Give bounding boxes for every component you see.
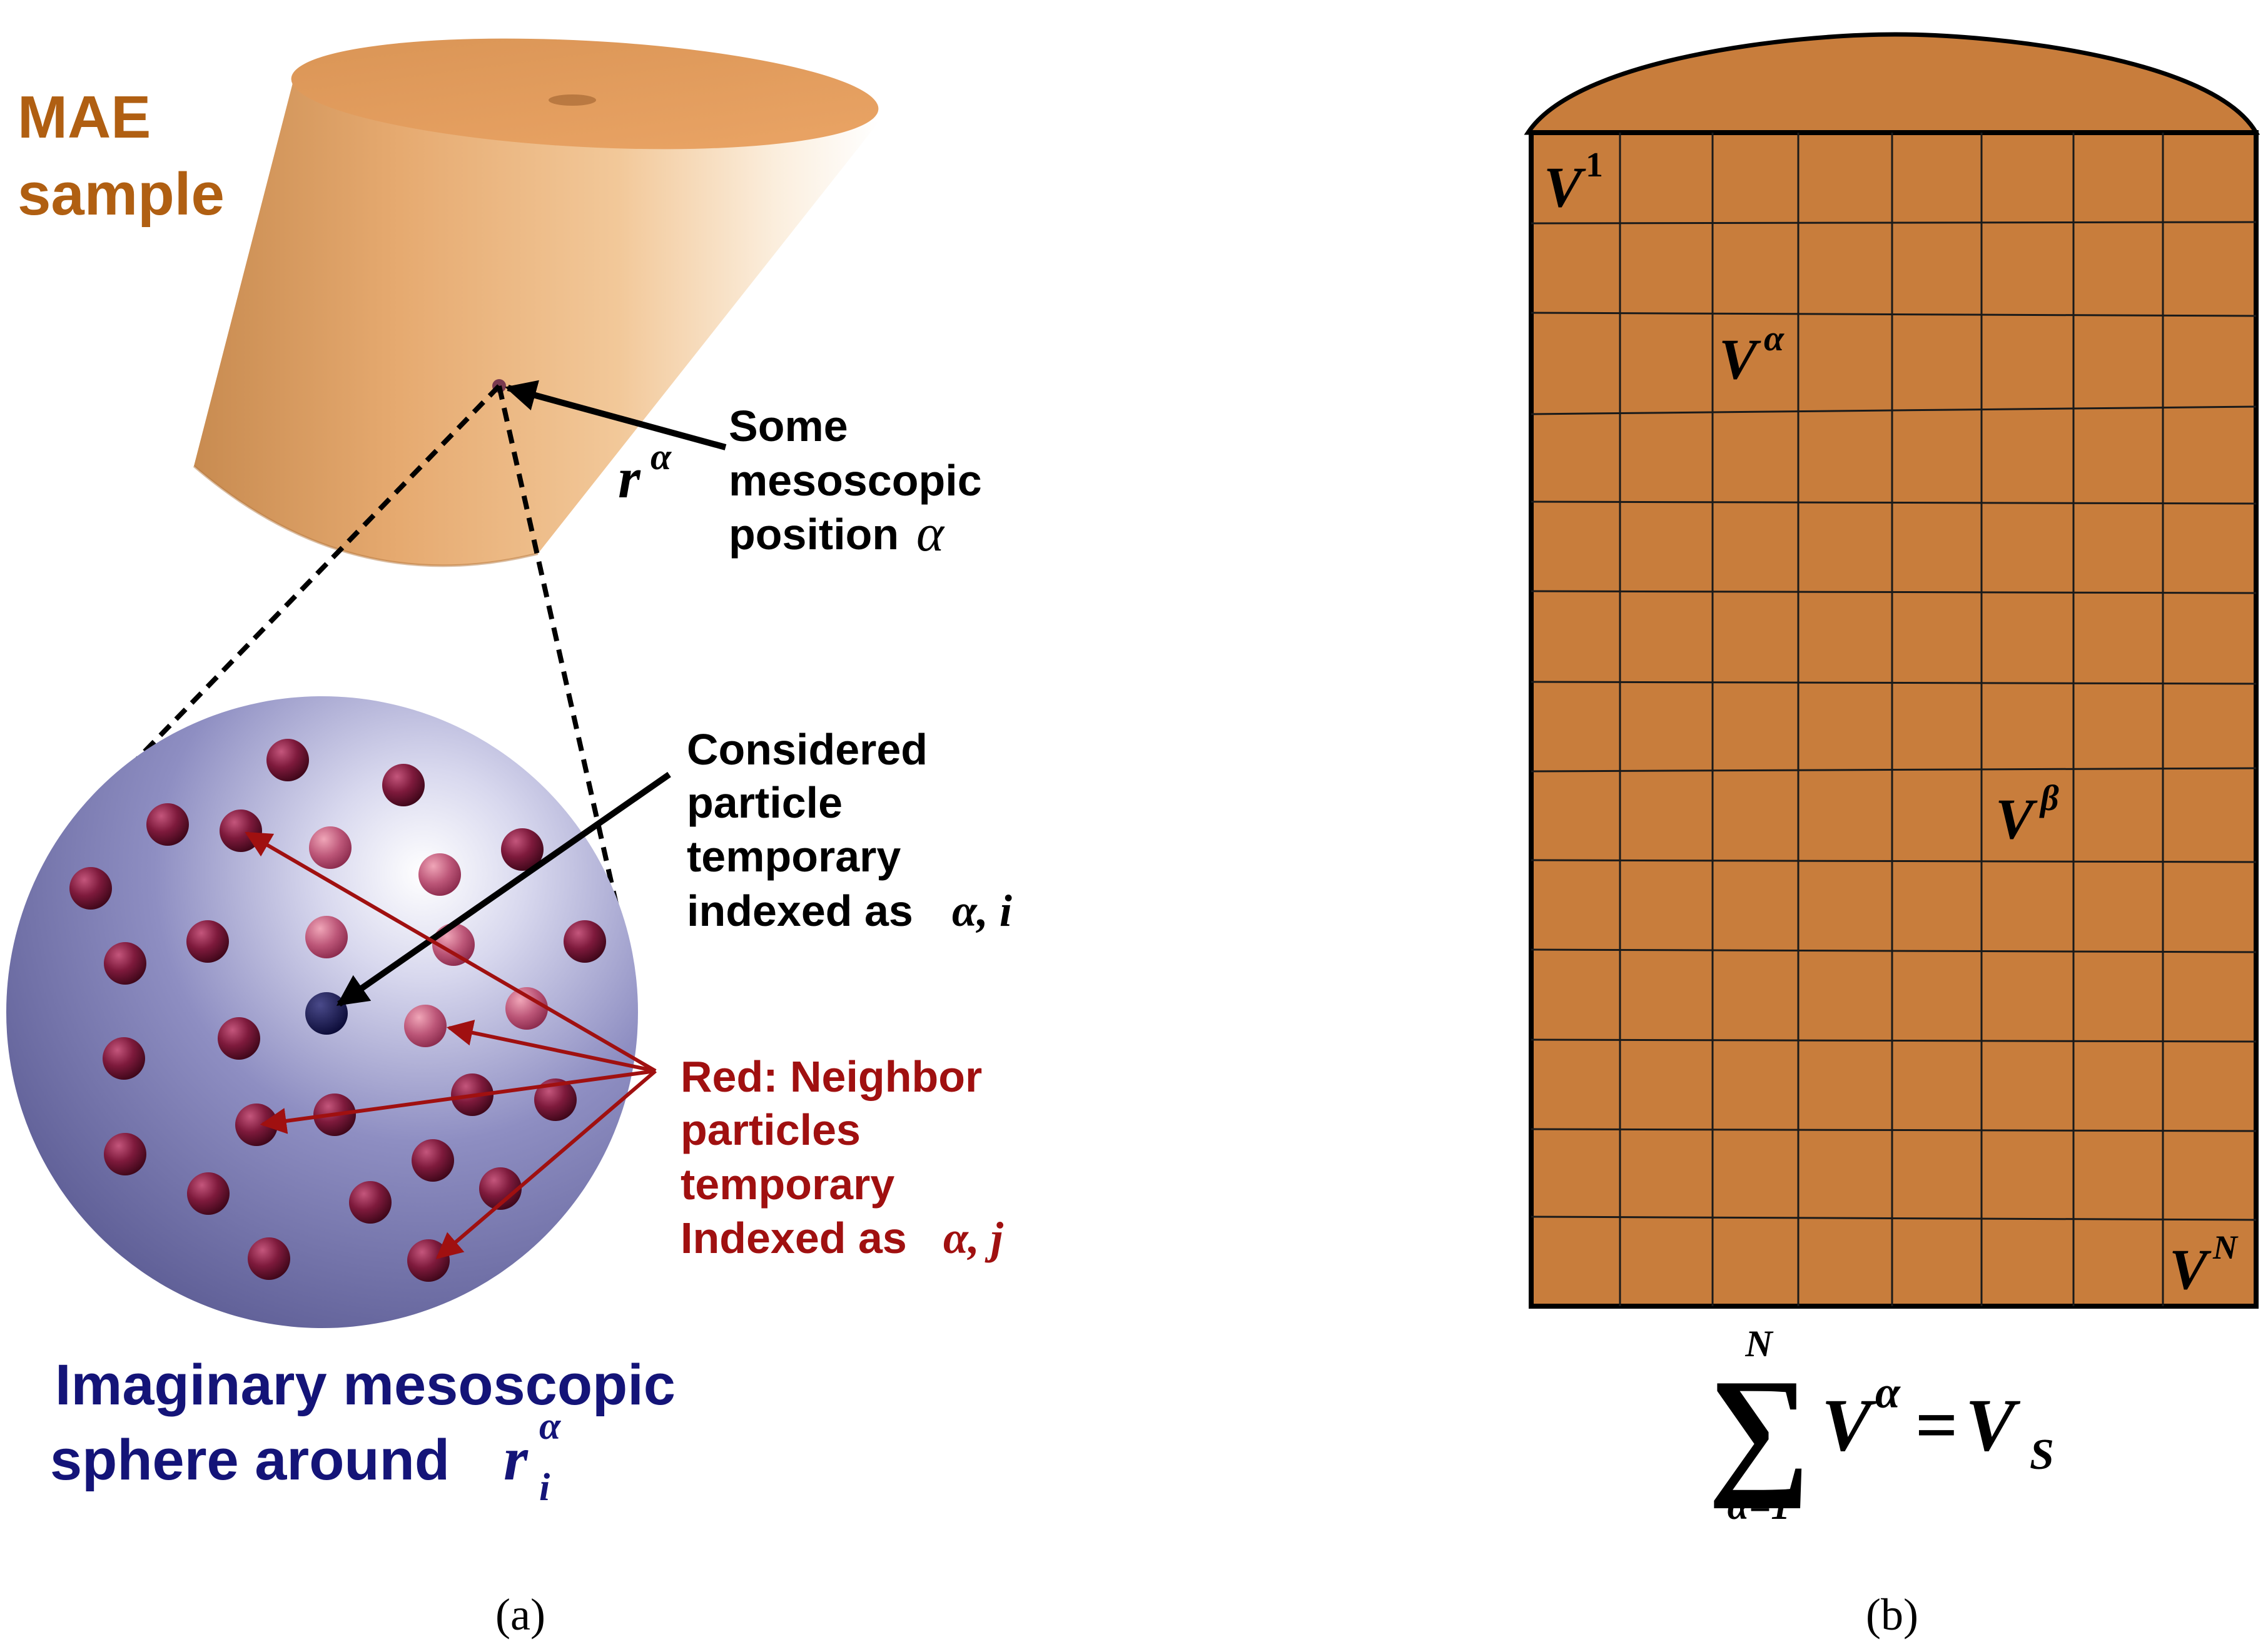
particle bbox=[418, 853, 461, 896]
cell-label-vbeta: V β bbox=[1995, 778, 2059, 851]
grid-lines bbox=[1531, 133, 2257, 1306]
particle bbox=[218, 1017, 260, 1060]
sum-result-subscript: S bbox=[2030, 1431, 2054, 1479]
particle bbox=[187, 1172, 230, 1215]
svg-text:1: 1 bbox=[1586, 146, 1603, 185]
particle bbox=[564, 920, 606, 963]
sphere-label: Imaginary mesoscopic sphere around bbox=[50, 1353, 692, 1492]
neighbor-arrow bbox=[446, 1020, 656, 1073]
caption-a: (a) bbox=[495, 1590, 545, 1640]
position-label-symbol: α bbox=[916, 504, 945, 562]
particle bbox=[220, 809, 262, 852]
cell-label-vn: V N bbox=[2169, 1229, 2239, 1301]
considered-particle-arrow bbox=[336, 771, 671, 1007]
particle bbox=[407, 1239, 450, 1282]
neighbor-arrow bbox=[435, 1069, 657, 1259]
neighbor-arrow bbox=[260, 1069, 656, 1134]
position-vector-symbol: r bbox=[618, 446, 641, 510]
considered-label: Considered particle temporary indexed as bbox=[687, 725, 940, 935]
particle bbox=[501, 828, 544, 871]
sum-term-superscript: α bbox=[1875, 1367, 1901, 1418]
svg-text:β: β bbox=[2039, 778, 2059, 818]
zoom-line-left bbox=[95, 384, 501, 803]
particle bbox=[404, 1005, 447, 1047]
sum-term: V bbox=[1821, 1383, 1877, 1466]
particle bbox=[382, 764, 425, 806]
particle bbox=[505, 987, 548, 1030]
particle bbox=[104, 1133, 146, 1175]
svg-text:V: V bbox=[2169, 1237, 2212, 1301]
particle bbox=[248, 1237, 290, 1280]
particle bbox=[479, 1167, 522, 1210]
neighbor-index: α, j bbox=[943, 1213, 1004, 1263]
sphere-symbol-superscript: α bbox=[539, 1405, 562, 1448]
particle bbox=[104, 942, 146, 985]
sum-lower-limit: α=1 bbox=[1728, 1485, 1791, 1528]
particles bbox=[69, 739, 606, 1282]
svg-text:V: V bbox=[1544, 155, 1586, 219]
mae-sample-cylinder bbox=[193, 38, 879, 567]
svg-text:V: V bbox=[1995, 787, 2038, 851]
cell-label-valpha: V α bbox=[1719, 318, 1785, 391]
particle bbox=[349, 1181, 392, 1224]
sum-result: V bbox=[1965, 1383, 2021, 1466]
particle bbox=[266, 739, 309, 781]
particle bbox=[103, 1037, 145, 1080]
sphere-symbol: r bbox=[504, 1424, 529, 1493]
position-arrow bbox=[505, 380, 727, 450]
volume-sum-formula: N ∑ α=1 V α = V S bbox=[1708, 1323, 2054, 1528]
cell-label-v1: V 1 bbox=[1544, 146, 1603, 219]
sum-symbol: ∑ bbox=[1708, 1349, 1810, 1509]
svg-text:N: N bbox=[2212, 1229, 2239, 1266]
svg-text:V: V bbox=[1719, 327, 1761, 391]
svg-text:α: α bbox=[1764, 318, 1785, 358]
particle bbox=[146, 803, 189, 846]
neighbor-arrow bbox=[245, 831, 657, 1073]
particle bbox=[309, 826, 352, 869]
neighbor-label: Red: Neighbor particles temporary Indexe… bbox=[681, 1052, 995, 1262]
sphere-symbol-subscript: i bbox=[539, 1466, 550, 1509]
zoom-line-right bbox=[497, 385, 634, 973]
considered-particle bbox=[305, 992, 348, 1035]
particle bbox=[69, 867, 112, 910]
position-vector-superscript: α bbox=[651, 436, 672, 477]
caption-b: (b) bbox=[1866, 1590, 1918, 1640]
volume-grid bbox=[1529, 130, 2259, 1309]
position-label: Some mesoscopic position bbox=[729, 402, 994, 559]
panel-b: V 1 V α V β V N N ∑ α=1 V α = V S (b) bbox=[1524, 32, 2260, 1640]
container-dome bbox=[1524, 32, 2260, 135]
particle bbox=[534, 1078, 577, 1121]
particle bbox=[186, 920, 229, 963]
sample-label: MAE sample bbox=[18, 84, 225, 228]
sum-equals: = bbox=[1915, 1383, 1958, 1466]
sum-upper-limit: N bbox=[1744, 1323, 1774, 1364]
panel-a: MAE sample r α Some mesoscopic position … bbox=[6, 38, 1012, 1640]
neighbor-arrows bbox=[245, 831, 657, 1259]
particle bbox=[305, 916, 348, 958]
considered-index: α, i bbox=[952, 886, 1012, 936]
particle bbox=[412, 1139, 454, 1182]
